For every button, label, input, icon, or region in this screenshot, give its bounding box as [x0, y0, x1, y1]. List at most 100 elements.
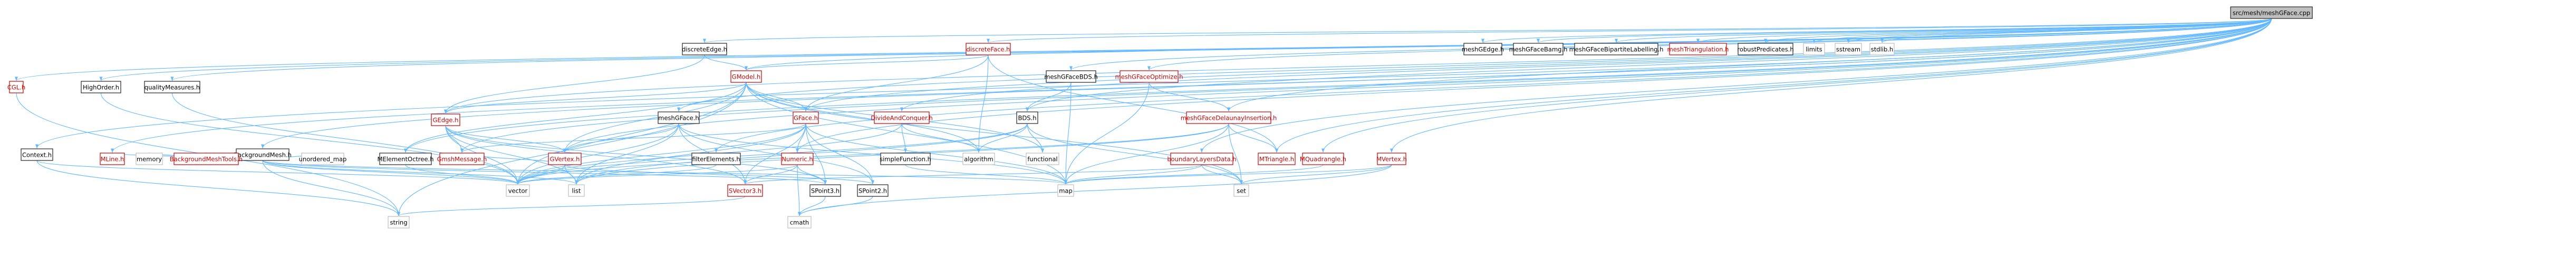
edge-GFaceh-to-list	[574, 123, 806, 185]
node-label: GVertex.h	[550, 156, 580, 163]
node-memory[interactable]: memory	[136, 153, 163, 165]
node-box	[1233, 184, 1249, 197]
node-MLineh[interactable]: MLine.h	[100, 153, 125, 165]
node-limits[interactable]: limits	[1803, 43, 1825, 55]
node-label: filterElements.h	[692, 156, 740, 163]
node-BackgroundMeshToolsh[interactable]: BackgroundMeshTools.h	[170, 153, 243, 165]
edge-GModelh-to-vector	[516, 82, 747, 185]
node-box	[1463, 43, 1502, 55]
node-label: memory	[137, 156, 162, 163]
node-label: unordered_map	[299, 156, 347, 163]
node-GModelh[interactable]: GModel.h	[730, 70, 762, 83]
edge-MElementOctreeh-to-vector	[405, 164, 519, 185]
node-MElementOctreeh[interactable]: MElementOctree.h	[378, 153, 434, 165]
edge-BDSh-to-functional	[1027, 123, 1045, 153]
node-SVector3h[interactable]: SVector3.h	[727, 184, 763, 197]
node-label: discreteEdge.h	[682, 46, 727, 53]
node-label: Context.h	[22, 151, 52, 159]
node-meshGEdgeh[interactable]: meshGEdge.h	[1462, 43, 1504, 55]
node-meshGFaceBamgh[interactable]: meshGFaceBamg.h	[1509, 43, 1568, 55]
node-SPoint3h[interactable]: SPoint3.h	[809, 184, 841, 197]
node-MQuadrangleh[interactable]: MQuadrangle.h	[1300, 153, 1346, 165]
node-boundaryLayersDatah[interactable]: boundaryLayersData.h	[1167, 153, 1237, 165]
edge-GVertexh-to-SPoint2h	[564, 164, 874, 185]
edge-GModelh-to-MElementOctreeh	[403, 82, 747, 153]
node-unordered_map[interactable]: unordered_map	[299, 153, 347, 165]
node-list[interactable]: list	[568, 184, 585, 197]
edge-root-to-fillerElementsh	[715, 18, 2272, 153]
node-GmshMessageh[interactable]: GmshMessage.h	[437, 153, 487, 165]
node-box	[388, 216, 410, 229]
edge-GModelh-to-map	[746, 82, 1068, 185]
node-set[interactable]: set	[1233, 184, 1249, 197]
node-vector[interactable]: vector	[506, 184, 530, 197]
edge-root-to-boundaryLayersDatah	[1200, 18, 2272, 153]
edge-GModelh-to-GVertexh	[563, 82, 747, 153]
node-GFaceh[interactable]: GFace.h	[793, 111, 819, 124]
node-BackgroundMeshh[interactable]: BackgroundMesh.h	[234, 148, 292, 161]
node-Contexth[interactable]: Context.h	[21, 148, 53, 161]
node-label: meshGEdge.h	[1462, 46, 1504, 53]
node-robustPredicatesh[interactable]: robustPredicates.h	[1737, 43, 1794, 55]
node-meshGFaceOptimizeh[interactable]: meshGFaceOptimize.h	[1115, 70, 1183, 83]
node-GVertexh[interactable]: GVertex.h	[548, 153, 582, 165]
node-MTriangleh[interactable]: MTriangle.h	[1258, 153, 1296, 165]
node-label: sstream	[1836, 46, 1860, 53]
edge-meshGFaceOptimizeh-to-meshGFaceDelaunayInsertionh	[1149, 82, 1231, 112]
edge-GFaceh-to-map	[805, 123, 1068, 185]
node-meshGFaceBDSh[interactable]: meshGFaceBDS.h	[1044, 70, 1098, 83]
node-box	[682, 43, 727, 55]
node-box	[1835, 43, 1862, 55]
edge-simpleFunctionh-to-map	[905, 164, 1067, 185]
node-HighOrderh[interactable]: HighOrder.h	[81, 81, 121, 93]
edge-SVector3h-to-string	[397, 196, 746, 216]
node-Numerich[interactable]: Numeric.h	[781, 153, 814, 165]
node-label: discreteFace.h	[967, 46, 1010, 53]
edge-root-to-MElementOctreeh	[404, 18, 2272, 153]
node-cmathh[interactable]: cmath	[787, 216, 812, 229]
edge-GModelh-to-GFaceh	[746, 82, 808, 112]
node-box	[1170, 153, 1233, 165]
node-meshGFaceDelaunayInsertionh[interactable]: meshGFaceDelaunayInsertion.h	[1181, 111, 1277, 124]
edge-boundaryLayersDatah-to-SVector3h	[744, 164, 1202, 185]
node-sstream[interactable]: sstream	[1835, 43, 1862, 55]
node-GEdgeh[interactable]: GEdge.h	[431, 113, 460, 126]
node-map[interactable]: map	[1057, 184, 1074, 197]
node-simpleFunctionh[interactable]: simpleFunction.h	[880, 153, 931, 165]
edge-GModelh-to-GEdgeh	[444, 82, 747, 114]
node-fillerElementsh[interactable]: filterElements.h	[691, 153, 741, 165]
node-box	[874, 111, 930, 124]
node-algorithm[interactable]: algorithm	[962, 153, 995, 165]
node-functional[interactable]: functional	[1026, 153, 1059, 165]
node-string[interactable]: string	[388, 216, 410, 229]
node-meshTriangulationh[interactable]: meshTriangulation.h	[1667, 43, 1729, 55]
node-root[interactable]: src/mesh/meshGFace.cpp	[2230, 6, 2313, 19]
node-SPoint2h[interactable]: SPoint2.h	[857, 184, 889, 197]
node-qualityMeasuresh[interactable]: qualityMeasures.h	[144, 81, 200, 93]
node-box	[100, 153, 125, 165]
node-BDSh[interactable]: BDS.h	[1016, 111, 1038, 124]
edge-Numerich-to-cmathh	[797, 164, 802, 216]
edge-qualityMeasuresh-to-vector	[171, 92, 520, 185]
edge-GEdgeh-to-SPoint3h	[445, 125, 827, 185]
node-box	[2230, 6, 2313, 19]
edge-root-to-DivideAndConquerh	[900, 18, 2272, 112]
node-DivideAndConquerh[interactable]: DivideAndConquer.h	[871, 111, 933, 124]
node-meshGFaceh[interactable]: meshGFace.h	[658, 111, 700, 124]
node-box	[568, 184, 585, 197]
edge-root-to-stdlibh	[1880, 18, 2272, 43]
edge-root-to-Numerich	[796, 18, 2272, 153]
edge-root-to-MVertexh	[1390, 18, 2272, 153]
node-label: GModel.h	[732, 73, 760, 81]
node-meshGFaceBipartiteLabellingh[interactable]: meshGFaceBipartiteLabelling.h	[1569, 43, 1664, 55]
edge-boundaryLayersDatah-to-map	[1064, 164, 1202, 185]
node-MVertexh[interactable]: MVertex.h	[1376, 153, 1407, 165]
node-discreteEdgeh[interactable]: discreteEdge.h	[682, 43, 727, 55]
node-CGLh[interactable]: CGL.h	[7, 81, 25, 93]
node-label: MTriangle.h	[1259, 156, 1294, 163]
node-stdlibh[interactable]: stdlib.h	[1869, 43, 1895, 55]
edge-root-to-GFaceh	[804, 18, 2272, 112]
node-box	[1869, 43, 1895, 55]
node-discreteFaceh[interactable]: discreteFace.h	[966, 43, 1011, 55]
